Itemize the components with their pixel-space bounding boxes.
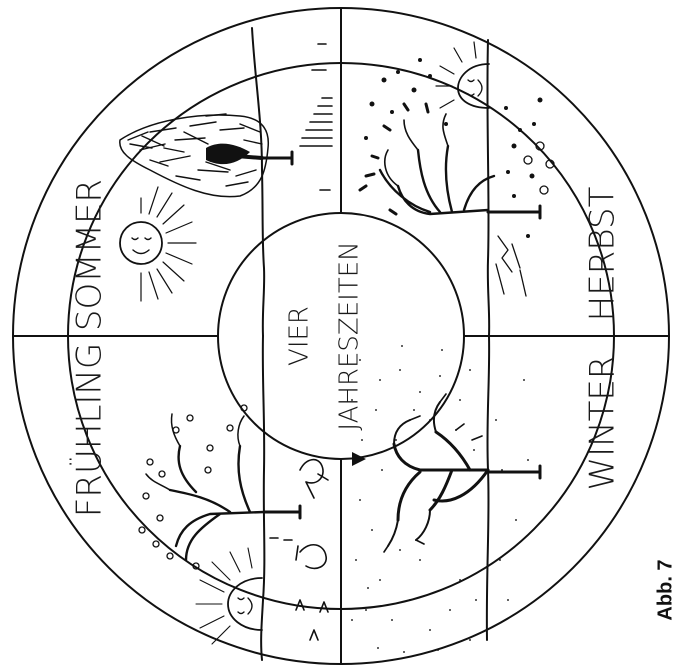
center-label-line2: JAHRESZEITEN — [335, 241, 365, 430]
autumn-tree-icon — [360, 104, 540, 218]
season-label-spring: FRÜHLING — [70, 343, 110, 517]
season-label-summer: SOMMER — [70, 179, 110, 331]
summer-sun-icon — [120, 187, 196, 301]
season-label-autumn: HERBST — [583, 186, 623, 321]
season-label-winter: WINTER — [583, 356, 623, 491]
figure-label: Abb. 7 — [654, 559, 676, 620]
summer-tree-icon — [120, 114, 292, 197]
spring-sun-icon — [196, 548, 262, 644]
center-label-line1: VIER — [285, 306, 315, 366]
autumn-sun-icon — [436, 42, 489, 108]
